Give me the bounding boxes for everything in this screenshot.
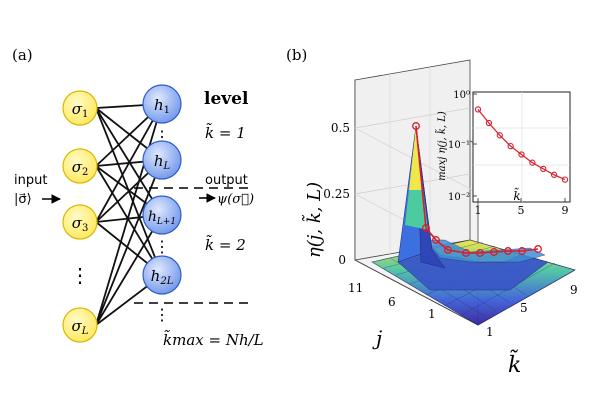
svg-text:h1: h1	[154, 96, 170, 116]
inset-y-label: maxj η(j, k̃, L)	[435, 111, 448, 181]
inset-point-6	[529, 159, 536, 166]
k-tick-5: 5	[520, 301, 528, 315]
svg-text:hL: hL	[154, 152, 171, 172]
level-1-label: k̃ = 1	[205, 123, 246, 142]
z-tick-2: 0.5	[331, 121, 350, 135]
hidden-node-L1-base: h	[148, 209, 157, 225]
output-symbol: ψ(σ⃗)	[217, 192, 254, 207]
inset-x-tick-1: 1	[475, 204, 482, 217]
inset-y-tick-0: 10⁰	[453, 90, 470, 101]
panel-b-label: (b)	[286, 46, 307, 64]
z-axis-label: η(j, k̃, L)	[302, 182, 325, 258]
input-symbol: |σ⃗⟩	[14, 192, 32, 207]
j-tick-11: 11	[348, 281, 363, 295]
inset-point-7	[540, 165, 547, 173]
k-axis-label: k̃	[508, 348, 521, 378]
hidden-node-L1: hL+1	[142, 195, 182, 235]
hidden-node-2L: h2L	[142, 255, 182, 295]
hidden-node-L1-sub: L+1	[156, 217, 176, 227]
panel-a-label: (a)	[12, 46, 33, 64]
visible-node-1: σ1	[62, 90, 98, 126]
hidden-node-1-base: h	[154, 96, 164, 114]
surface-plot	[371, 125, 576, 326]
j-tick-1: 1	[428, 307, 436, 321]
inset-x-tick-9: 9	[562, 204, 569, 217]
svg-text:σ1: σ1	[72, 100, 89, 120]
svg-text:h2L: h2L	[151, 267, 174, 287]
inset-x-tick-5: 5	[518, 204, 525, 217]
inset-point-9	[561, 176, 569, 183]
visible-node-3: σ3	[62, 204, 98, 240]
svg-text:σ3: σ3	[72, 214, 89, 234]
k-tick-1: 1	[486, 325, 494, 339]
inset-y-tick-1: 10⁻¹	[448, 140, 470, 151]
inset-point-2	[485, 119, 493, 127]
visible-node-3-base: σ	[72, 214, 83, 232]
inset-series-line	[477, 109, 566, 181]
max-curve	[415, 125, 539, 254]
inset-point-5	[518, 151, 525, 158]
visible-node-2-sub: 2	[82, 167, 88, 178]
inset-point-3	[496, 132, 503, 139]
hidden-node-L-base: h	[154, 152, 164, 170]
input-label: input	[14, 173, 47, 188]
kmax-label: k̃max = Nh/L	[163, 330, 264, 349]
inset-point-8	[550, 171, 558, 178]
k-tick-9: 9	[570, 283, 578, 297]
level-2-label: k̃ = 2	[205, 235, 246, 254]
output-label: output	[205, 173, 248, 188]
visible-node-2: σ2	[62, 148, 98, 184]
visible-node-L: σL	[62, 307, 98, 343]
visible-vdots: ⋮	[70, 263, 90, 287]
z-tick-0: 0	[338, 253, 346, 267]
visible-node-L-base: σ	[72, 317, 83, 335]
hidden-node-2L-sub: 2L	[159, 276, 173, 287]
svg-text:hL+1: hL+1	[148, 209, 176, 227]
z-tick-1: 0.25	[323, 187, 350, 201]
visible-node-1-base: σ	[72, 100, 83, 118]
visible-node-1-sub: 1	[82, 109, 88, 120]
inset-y-tick-2: 10⁻²	[448, 192, 470, 203]
visible-node-2-base: σ	[72, 158, 83, 176]
max-curve-markers	[412, 122, 542, 257]
inset-point-1	[474, 106, 482, 113]
j-axis-label: j	[372, 326, 382, 350]
hidden-node-1: h1	[142, 84, 182, 124]
inset-series-points	[474, 106, 569, 183]
hidden-vdots-2: ⋮	[154, 237, 170, 256]
hidden-vdots-3: ⋮	[154, 305, 170, 324]
hidden-node-L: hL	[142, 140, 182, 180]
visible-node-L-sub: L	[81, 326, 89, 337]
svg-text:σL: σL	[72, 317, 89, 337]
inset-point-4	[507, 142, 514, 150]
hidden-node-1-sub: 1	[164, 105, 170, 116]
hidden-node-L-sub: L	[163, 161, 171, 172]
level-title: level	[204, 89, 249, 109]
visible-node-3-sub: 3	[82, 223, 88, 234]
inset-plot: 10⁰ 10⁻¹ 10⁻² 1 5 9 k̃ maxj η(j, k̃, L)	[435, 90, 571, 217]
hidden-node-2L-base: h	[151, 267, 161, 285]
svg-text:σ2: σ2	[72, 158, 89, 178]
inset-x-label: k̃	[513, 187, 520, 203]
j-tick-6: 6	[388, 295, 396, 309]
